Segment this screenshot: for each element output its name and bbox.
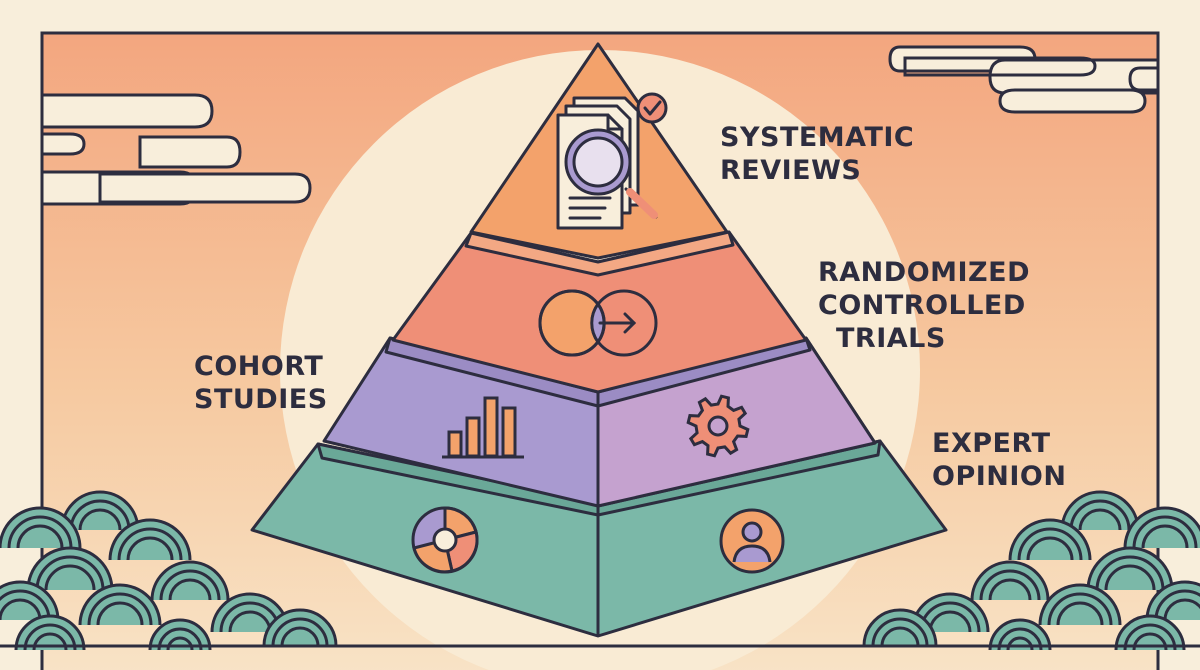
label-line: CONTROLLED [818,290,1026,321]
pie-chart-icon [411,506,479,574]
label-cohort-studies: COHORT STUDIES [194,350,328,416]
bush-left [0,490,338,651]
label-line: RANDOMIZED [818,257,1030,288]
bar-chart-icon [442,396,524,459]
overlapping-circles-arrow-icon [538,289,658,357]
evidence-pyramid [250,42,948,638]
label-line: SYSTEMATIC [720,122,915,153]
label-line: COHORT [194,351,324,382]
label-randomized-controlled-trials: RANDOMIZED CONTROLLED TRIALS [818,256,1030,355]
label-line: STUDIES [194,384,328,415]
label-expert-opinion: EXPERT OPINION [932,427,1066,493]
document-magnifier-check-icon [556,92,668,230]
gear-icon [686,394,750,458]
cloud-right [888,45,1160,114]
person-icon [719,508,785,574]
label-line: REVIEWS [720,155,862,186]
cloud-left [40,93,312,206]
bush-right [862,490,1200,651]
label-line: EXPERT [932,428,1051,459]
label-line: TRIALS [836,323,946,354]
label-line: OPINION [932,461,1067,492]
label-systematic-reviews: SYSTEMATIC REVIEWS [720,121,914,187]
